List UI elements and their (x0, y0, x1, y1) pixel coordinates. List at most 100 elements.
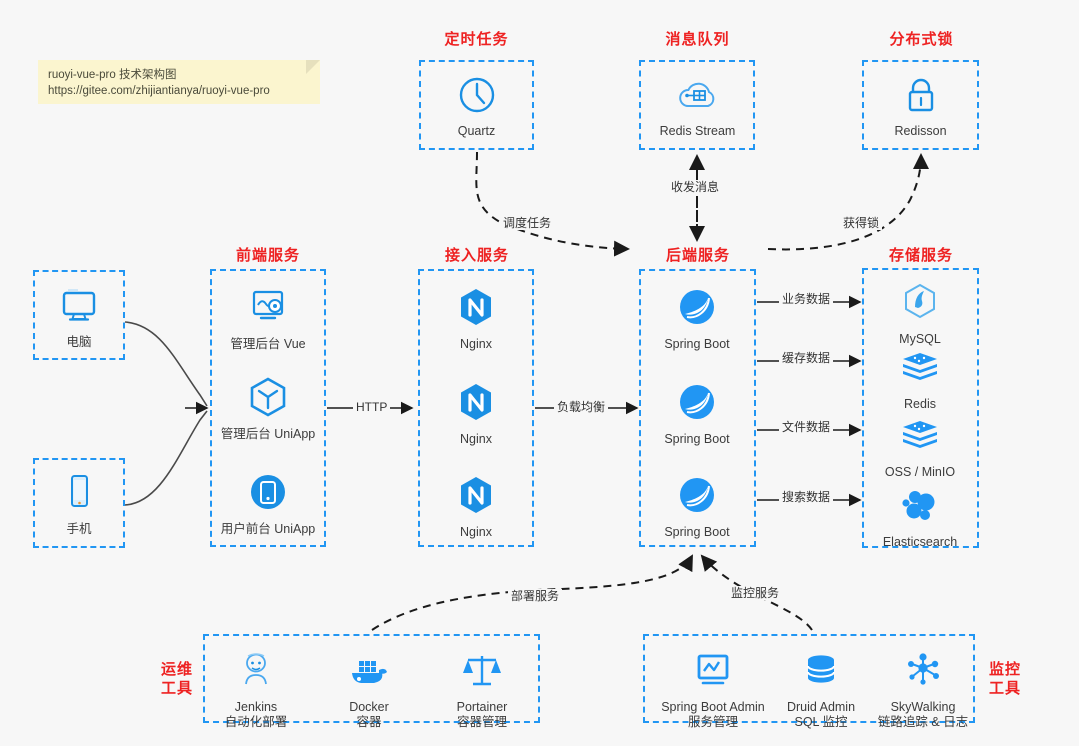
edge-label-schedule-task: 调度任务 (500, 216, 555, 230)
group-box-scheduled-tasks (419, 60, 534, 150)
mysql-icon (898, 280, 942, 326)
group-box-ops-tools (203, 634, 540, 723)
node-sublabel: 容器管理 (456, 715, 507, 729)
spring-boot-icon (675, 285, 719, 331)
node-nginx-1[interactable]: Nginx (421, 285, 531, 352)
node-elasticsearch[interactable]: Elasticsearch (865, 483, 975, 550)
node-label: 电脑 (66, 335, 92, 349)
group-box-monitor-tools (643, 634, 975, 723)
section-label-access-service: 接入服务 (444, 247, 509, 264)
node-sublabel: 容器 (356, 715, 382, 729)
section-label-frontend-service: 前端服务 (235, 247, 300, 264)
node-docker[interactable]: Docker 容器 (314, 648, 424, 730)
node-label: Spring Boot (664, 337, 730, 351)
monitor-chart-icon (691, 648, 735, 694)
node-phone[interactable]: 手机 (24, 470, 134, 537)
cube-icon (245, 375, 291, 421)
node-quartz[interactable]: Quartz (421, 72, 532, 139)
node-oss-minio[interactable]: OSS / MinIO (865, 413, 975, 480)
title-note: ruoyi-vue-pro 技术架构图 https://gitee.com/zh… (38, 60, 320, 104)
lock-icon (901, 72, 941, 118)
node-skywalking[interactable]: SkyWalking 链路追踪 & 日志 (868, 648, 978, 730)
node-user-uniapp[interactable]: 用户前台 UniApp (213, 470, 323, 537)
section-label-storage-service: 存储服务 (888, 247, 953, 264)
node-pc[interactable]: 电脑 (24, 283, 134, 350)
node-spring-boot-3[interactable]: Spring Boot (642, 473, 752, 540)
node-sublabel: 自动化部署 (224, 715, 288, 729)
app-circle-icon (246, 470, 290, 516)
edge-label-send-receive-message: 收发消息 (668, 180, 723, 194)
node-admin-uniapp[interactable]: 管理后台 UniApp (213, 375, 323, 442)
section-label-scheduled-tasks: 定时任务 (444, 31, 509, 48)
node-label: 用户前台 UniApp (220, 522, 316, 536)
node-label: Spring Boot (664, 432, 730, 446)
node-sublabel: SQL 监控 (794, 715, 848, 729)
section-label-message-queue: 消息队列 (665, 31, 730, 48)
database-icon (800, 648, 842, 694)
group-box-storage-service (862, 268, 979, 548)
node-label: Druid Admin (786, 700, 856, 714)
edge-label-acquire-lock: 获得锁 (840, 216, 883, 230)
node-label: 管理后台 Vue (230, 337, 306, 351)
group-box-pc (33, 270, 125, 360)
node-label: 手机 (66, 522, 92, 536)
jenkins-icon (235, 648, 277, 694)
node-spring-boot-2[interactable]: Spring Boot (642, 380, 752, 447)
desktop-icon (56, 283, 102, 329)
section-label-monitor-tools-line2: 工具 (988, 680, 1021, 697)
skywalking-icon (901, 648, 945, 694)
node-jenkins[interactable]: Jenkins 自动化部署 (201, 648, 311, 730)
scales-icon (460, 648, 504, 694)
node-label: Redisson (894, 124, 947, 138)
node-label: Redis Stream (659, 124, 736, 138)
nginx-icon (456, 380, 496, 426)
node-mysql[interactable]: MySQL (865, 280, 975, 347)
cloud-queue-icon (675, 72, 721, 118)
node-redis-stream[interactable]: Redis Stream (642, 72, 753, 139)
section-label-ops-tools-line2: 工具 (160, 680, 193, 697)
docker-icon (346, 648, 392, 694)
group-box-distributed-lock (862, 60, 979, 150)
node-label: Elasticsearch (882, 535, 958, 549)
node-label: OSS / MinIO (884, 465, 956, 479)
note-title: ruoyi-vue-pro 技术架构图 (48, 69, 177, 81)
node-nginx-2[interactable]: Nginx (421, 380, 531, 447)
group-box-frontend-service (210, 269, 326, 547)
redis-icon (897, 345, 943, 391)
section-label-distributed-lock: 分布式锁 (889, 31, 954, 48)
node-druid-admin[interactable]: Druid Admin SQL 监控 (766, 648, 876, 730)
node-label: Docker (349, 700, 389, 714)
node-spring-boot-admin[interactable]: Spring Boot Admin 服务管理 (648, 648, 778, 730)
node-nginx-3[interactable]: Nginx (421, 473, 531, 540)
node-redis[interactable]: Redis (865, 345, 975, 412)
elasticsearch-icon (898, 483, 942, 529)
node-label: Redis (904, 397, 936, 411)
section-label-backend-service: 后端服务 (665, 247, 730, 264)
node-label: Nginx (460, 525, 492, 539)
node-spring-boot-1[interactable]: Spring Boot (642, 285, 752, 352)
edge-label-monitor-service: 监控服务 (728, 586, 783, 600)
node-redisson[interactable]: Redisson (865, 72, 976, 139)
spring-boot-icon (675, 380, 719, 426)
oss-icon (897, 413, 943, 459)
node-label: Spring Boot Admin (661, 700, 765, 714)
note-fold-corner (306, 60, 320, 74)
group-box-access-service (418, 269, 534, 547)
node-admin-vue[interactable]: 管理后台 Vue (213, 285, 323, 352)
clock-icon (455, 72, 499, 118)
node-label: Portainer (456, 700, 508, 714)
node-label: Quartz (457, 124, 496, 138)
edge-label-business-data: 业务数据 (779, 292, 834, 306)
node-label: 管理后台 UniApp (220, 427, 316, 441)
node-label: Jenkins (234, 700, 278, 714)
node-portainer[interactable]: Portainer 容器管理 (427, 648, 537, 730)
spring-boot-icon (675, 473, 719, 519)
edge-label-cache-data: 缓存数据 (779, 351, 834, 365)
node-label: MySQL (899, 332, 941, 346)
note-url: https://gitee.com/zhijiantianya/ruoyi-vu… (48, 85, 270, 97)
node-label: Nginx (460, 337, 492, 351)
group-box-message-queue (639, 60, 755, 150)
section-label-monitor-tools-line1: 监控 (988, 661, 1021, 678)
edge-label-load-balance: 负载均衡 (554, 400, 609, 414)
